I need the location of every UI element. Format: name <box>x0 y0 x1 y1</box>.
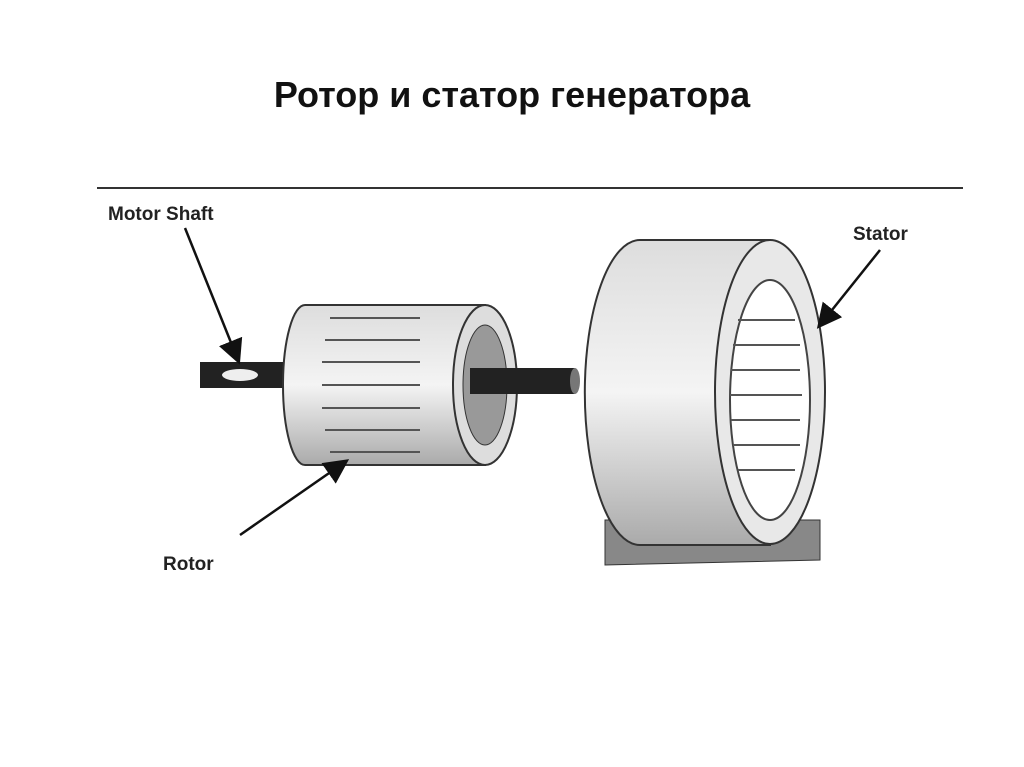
slide-title: Ротор и статор генератора <box>273 74 751 115</box>
motor-shaft-arrow <box>183 227 243 365</box>
label-motor-shaft: Motor Shaft <box>108 204 214 225</box>
stator-arrow <box>816 249 881 329</box>
stator-windings <box>730 319 802 471</box>
rotor-bars <box>322 317 420 453</box>
stator-bore <box>729 279 811 521</box>
stator <box>583 239 826 566</box>
label-stator: Stator <box>853 224 909 245</box>
rotor <box>200 304 580 466</box>
motor-shaft-right <box>470 368 575 394</box>
rotor-arrow <box>239 459 350 537</box>
title-divider <box>97 187 963 189</box>
label-rotor: Rotor <box>163 554 214 575</box>
